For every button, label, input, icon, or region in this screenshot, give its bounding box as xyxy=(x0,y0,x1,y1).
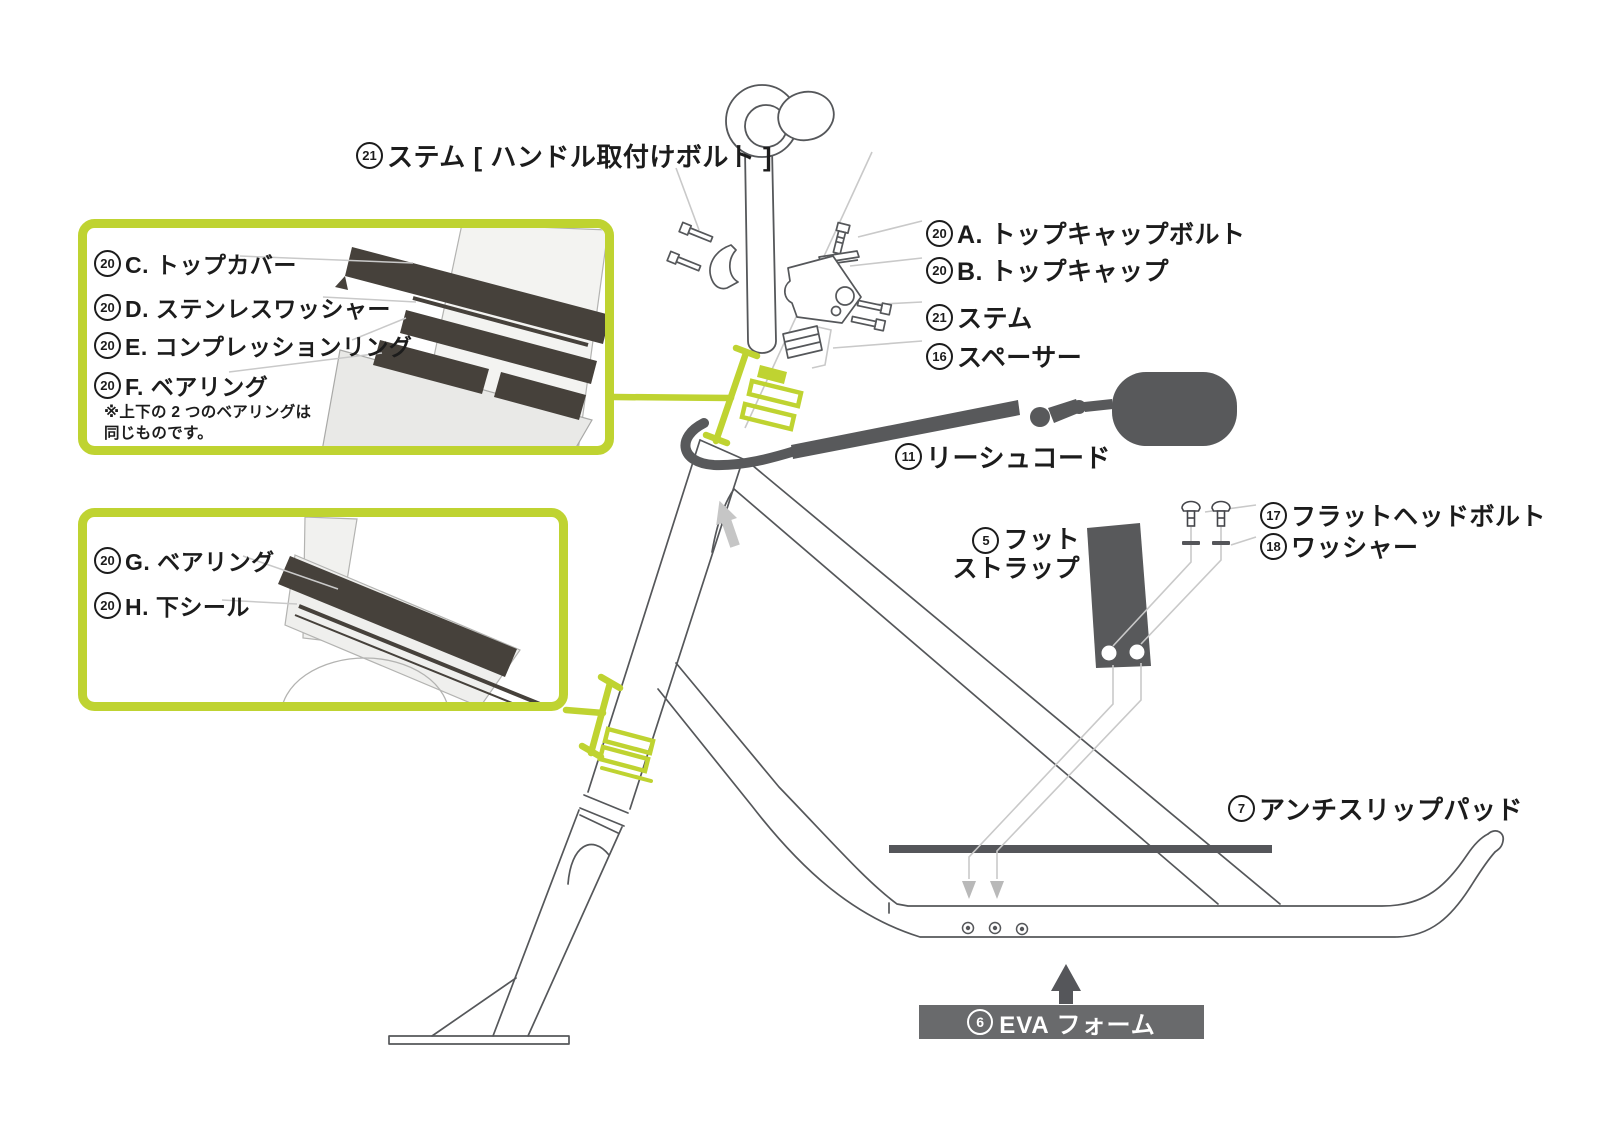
leash-drum xyxy=(1112,372,1237,446)
circled-number: 6 xyxy=(967,1009,994,1035)
handlebar-graphic xyxy=(725,84,835,354)
foot-strap-holes xyxy=(1101,644,1145,661)
circled-number: 21 xyxy=(926,303,953,331)
circled-number: 20 xyxy=(94,371,121,399)
label-leash-cord: 11 リーシュコード xyxy=(895,438,1111,475)
stem-parts-graphic xyxy=(666,221,893,359)
label-foot-strap: 5 フット ストラップ xyxy=(952,526,1080,583)
circled-number: 20 xyxy=(94,546,121,574)
label-anti-slip-pad: 7 アンチスリップパッド xyxy=(1228,790,1523,827)
circled-number: 20 xyxy=(94,293,121,321)
circled-number: 20 xyxy=(926,256,953,284)
assembly-arrows xyxy=(962,881,1004,899)
inset-top-box xyxy=(78,219,614,455)
frame-up-arrow-icon xyxy=(716,500,740,548)
label-flat-head-bolt: 17 フラットヘッドボルト xyxy=(1260,497,1546,533)
inset-bottom-box xyxy=(78,508,568,711)
label-spacer: 16 スペーサー xyxy=(926,338,1082,374)
label-lower-seal: 20 H. 下シール xyxy=(94,588,250,622)
foot-strap-graphic xyxy=(1087,523,1151,668)
circled-number: 7 xyxy=(1228,795,1255,822)
bearing-note: ※上下の 2 つのベアリングは 同じものです。 xyxy=(104,404,312,442)
headset-markers xyxy=(562,344,804,783)
label-upper-bearing: 20 F. ベアリング xyxy=(94,368,268,402)
label-eva-foam: 6 EVA フォーム xyxy=(919,1005,1204,1039)
circled-number: 20 xyxy=(926,219,953,247)
circled-number: 21 xyxy=(356,142,383,169)
label-stem-handle-bolt: 21 ステム [ ハンドル取付けボルト ] xyxy=(356,137,772,174)
eva-up-arrow-icon xyxy=(1051,964,1081,1004)
leash-cord-graphic xyxy=(680,372,1237,471)
label-stainless-washer: 20 D. ステンレスワッシャー xyxy=(94,290,391,324)
label-washer: 18 ワッシャー xyxy=(1260,528,1419,564)
anti-slip-pad-graphic xyxy=(889,845,1272,853)
circled-number: 20 xyxy=(94,591,121,619)
label-top-cap: 20 B. トップキャップ xyxy=(926,252,1169,288)
washers-graphic xyxy=(1182,541,1230,545)
label-top-cap-bolt: 20 A. トップキャップボルト xyxy=(926,215,1245,251)
flat-head-bolts-graphic xyxy=(1181,500,1231,527)
label-compression-ring: 20 E. コンプレッションリング xyxy=(94,328,412,362)
circled-number: 16 xyxy=(926,342,953,370)
circled-number: 18 xyxy=(1260,532,1287,560)
label-stem: 21 ステム xyxy=(926,299,1033,335)
label-lower-bearing: 20 G. ベアリング xyxy=(94,543,275,577)
circled-number: 20 xyxy=(94,331,121,359)
circled-number: 5 xyxy=(972,527,1000,554)
strap-assembly-lines xyxy=(968,527,1222,879)
circled-number: 11 xyxy=(895,443,922,470)
deck-bolt-holes xyxy=(961,921,1029,936)
circled-number: 17 xyxy=(1260,501,1287,529)
circled-number: 20 xyxy=(94,249,121,277)
label-top-cover: 20 C. トップカバー xyxy=(94,246,297,280)
